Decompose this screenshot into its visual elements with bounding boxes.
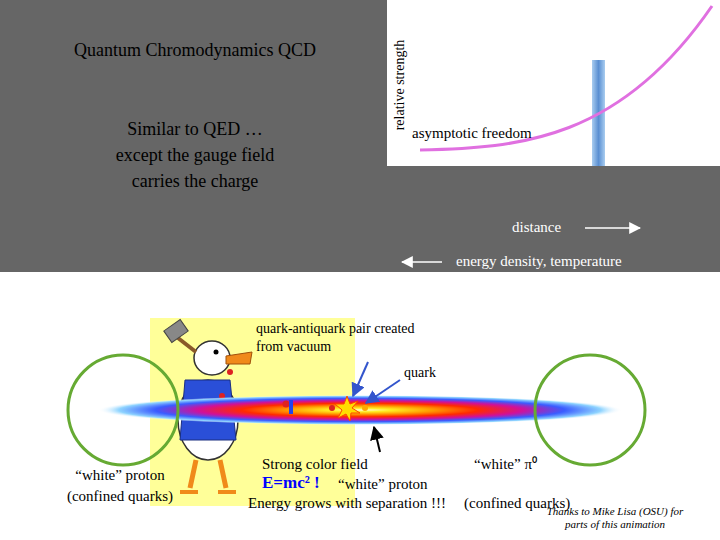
- hadron-circle: [68, 355, 178, 465]
- hadron-label: “white” proton: [338, 475, 448, 494]
- quark-pair-burst: [283, 396, 369, 421]
- leader-arrow: [353, 362, 368, 396]
- annotation: Energy grows with separation !!!: [248, 494, 458, 513]
- subtitle: Similar to QED … except the gauge field …: [107, 116, 283, 194]
- annotation: quark-antiquark pair created from vacuum: [256, 320, 416, 356]
- curve-label: asymptotic freedom: [412, 124, 582, 143]
- hadron-label: “white” π⁰: [474, 455, 584, 474]
- hadron-label: “white” proton (confined quarks): [55, 465, 185, 507]
- axis-label: relative strength: [391, 25, 409, 145]
- slide-band: [0, 0, 720, 272]
- leader-arrow: [366, 380, 400, 403]
- annotation: quark: [404, 364, 464, 382]
- leader-arrow: [374, 427, 380, 452]
- plot-panel: [387, 0, 720, 166]
- axis-label: energy density, temperature: [456, 252, 696, 271]
- slide-title: Quantum Chromodynamics QCD: [60, 36, 330, 64]
- credit-note: Thanks to Mike Lisa (OSU) for parts of t…: [540, 505, 690, 531]
- hadron-circle: [535, 355, 645, 465]
- annotation: E=mc² !: [262, 473, 334, 493]
- annotation: Strong color field: [262, 455, 392, 474]
- axis-label: distance: [512, 218, 582, 237]
- axis-arrow: [585, 227, 640, 229]
- axis-arrow: [402, 261, 442, 263]
